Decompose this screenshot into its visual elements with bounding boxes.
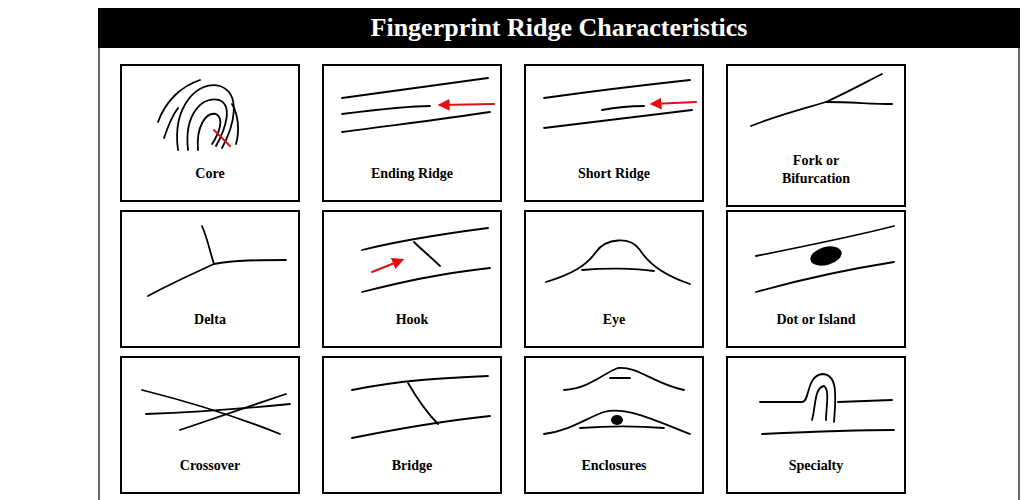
ridge-line [826, 102, 892, 104]
ridge-line [362, 228, 488, 250]
ridge-line [408, 383, 438, 424]
title-text: Fingerprint Ridge Characteristics [371, 13, 748, 43]
characteristic-box: Bridge [322, 356, 502, 494]
ridge-line [564, 368, 684, 390]
ridge-line [148, 264, 214, 296]
characteristic-box: Short Ridge [524, 64, 704, 202]
ridge-line [544, 80, 690, 98]
ridge-line [352, 416, 490, 438]
ridge-line [352, 376, 488, 390]
ridge-line [158, 80, 200, 122]
ridge-line [342, 112, 490, 132]
ridge-line [177, 85, 234, 150]
ridge-dot [611, 415, 623, 425]
characteristic-box: Ending Ridge [322, 64, 502, 202]
ridge-line [214, 260, 286, 264]
box-label: Fork or Bifurcation [761, 152, 871, 188]
ridge-line [142, 390, 280, 434]
ridge-line [180, 394, 286, 430]
pointer-arrow [214, 130, 230, 146]
frame-line [1018, 48, 1019, 500]
ridge-line [812, 386, 827, 420]
bridge-sketch [352, 376, 490, 438]
characteristic-box: Specialty [726, 356, 906, 494]
delta-sketch [148, 226, 286, 296]
ridge-line [187, 99, 226, 150]
ridge-line [544, 110, 692, 128]
ridge-line [838, 400, 892, 402]
ridge-line [760, 374, 835, 422]
core-sketch [158, 80, 238, 150]
ridge-line [202, 226, 214, 264]
box-label: Delta [194, 311, 226, 329]
enclosures-sketch [544, 368, 690, 434]
box-label: Eye [603, 311, 626, 329]
characteristic-box: Eye [524, 210, 704, 348]
ridge-line [146, 404, 290, 414]
ridge-line [342, 106, 430, 114]
characteristic-box: Delta [120, 210, 300, 348]
box-label: Crossover [180, 457, 240, 475]
characteristic-box: Hook [322, 210, 502, 348]
ridge-line [580, 427, 664, 429]
crossover-sketch [142, 390, 290, 434]
box-label: Bridge [392, 457, 432, 475]
characteristic-box: Core [120, 64, 300, 202]
ridge-line [756, 262, 894, 292]
eye-sketch [546, 240, 690, 284]
characteristic-box: Fork or Bifurcation [726, 64, 906, 207]
box-label: Specialty [789, 457, 843, 475]
ridge-line [582, 269, 654, 271]
characteristic-box: Dot or Island [726, 210, 906, 348]
specialty-sketch [760, 374, 894, 434]
pointer-arrow [440, 104, 494, 105]
box-label: Dot or Island [776, 311, 855, 329]
ridge-line [762, 430, 894, 434]
box-label: Core [195, 165, 224, 183]
ridge-line [342, 78, 488, 98]
short-ridge-sketch [544, 80, 696, 128]
box-label: Enclosures [581, 457, 646, 475]
hook-sketch [362, 228, 490, 292]
ridge-line [602, 106, 644, 110]
ridge-line [164, 108, 178, 138]
ending-ridge-sketch [342, 78, 494, 132]
pointer-arrow [652, 102, 696, 104]
ridge-line [610, 377, 630, 379]
dot-sketch [756, 226, 894, 292]
ridge-line [414, 242, 440, 266]
ridge-line [751, 74, 882, 126]
box-label: Hook [396, 311, 429, 329]
characteristic-box: Enclosures [524, 356, 704, 494]
characteristic-box: Crossover [120, 356, 300, 494]
fork-sketch [751, 74, 892, 126]
pointer-arrow [372, 260, 402, 272]
ridge-line [232, 104, 238, 144]
ridge-dot [808, 243, 844, 269]
frame-line [98, 48, 99, 500]
ridge-line [544, 411, 690, 434]
ridge-line [362, 268, 490, 292]
box-label: Short Ridge [578, 165, 650, 183]
title-band: Fingerprint Ridge Characteristics [98, 8, 1020, 48]
box-label: Ending Ridge [371, 165, 453, 183]
ridge-line [546, 240, 690, 284]
